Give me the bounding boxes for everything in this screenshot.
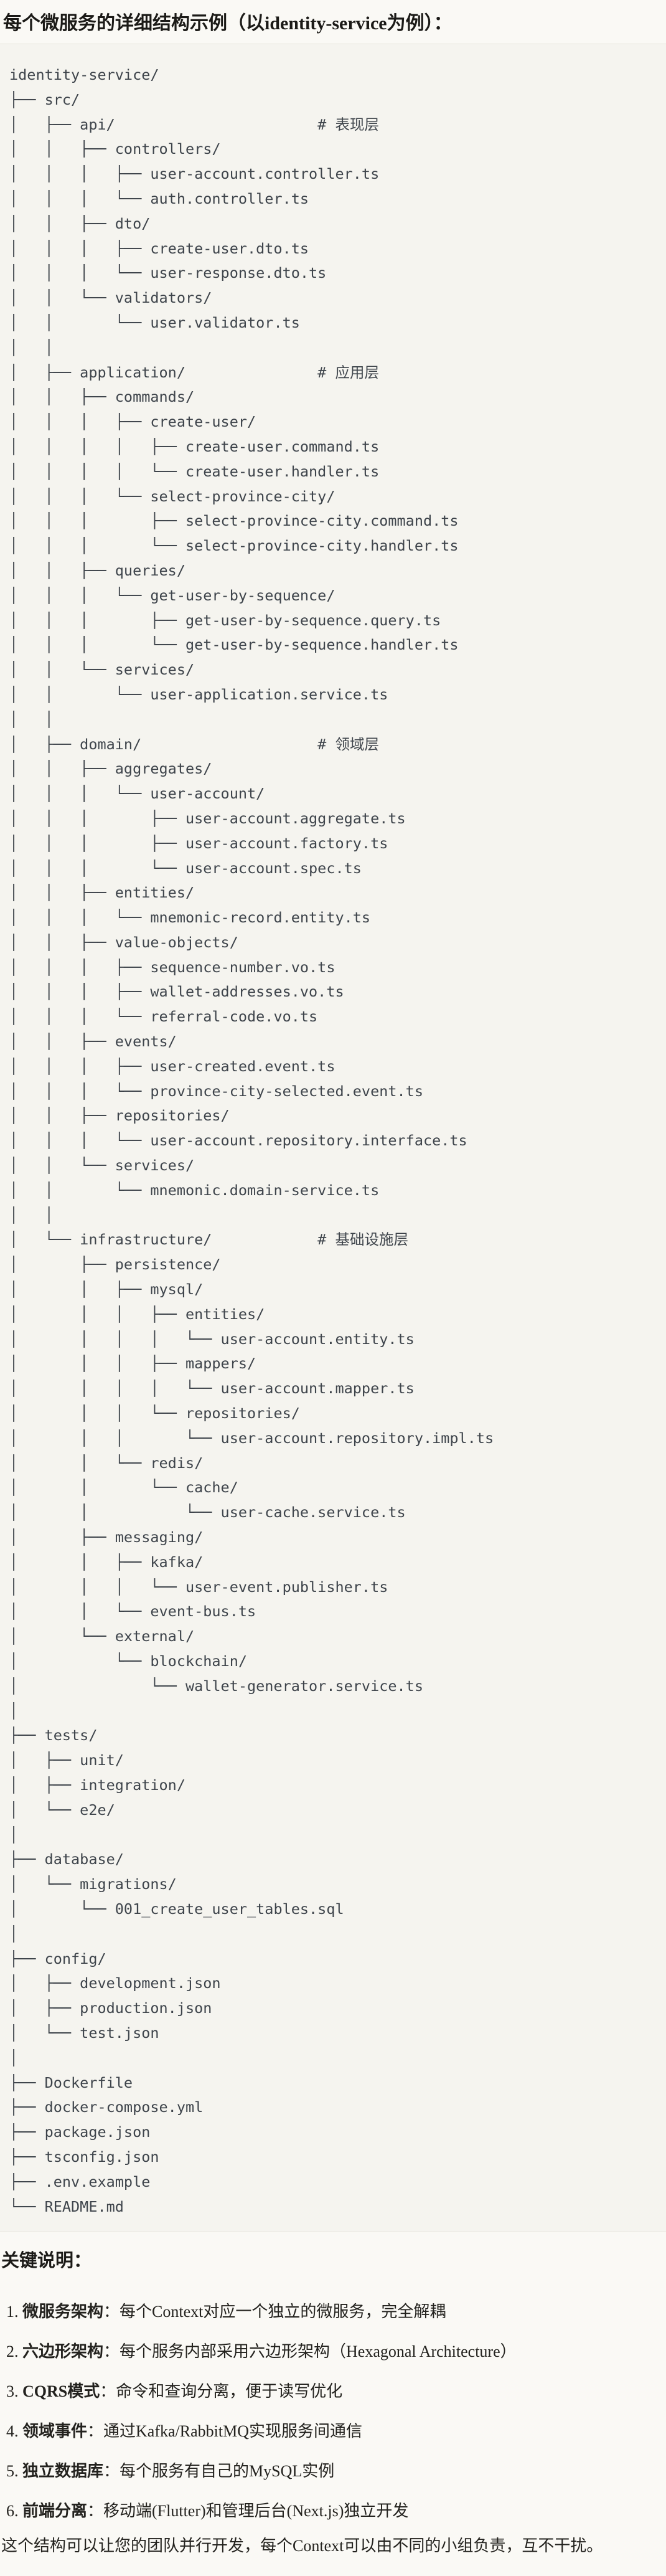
note-label: 前端分离 [22, 2502, 88, 2521]
note-item: 1. 微服务架构：每个Context对应一个独立的微服务，完全解耦 [6, 2299, 666, 2324]
note-description: ：移动端(Flutter)和管理后台(Next.js)独立开发 [87, 2502, 409, 2521]
note-item: 5. 独立数据库：每个服务有自己的MySQL实例 [6, 2459, 666, 2484]
note-description: ：每个Context对应一个独立的微服务，完全解耦 [103, 2303, 446, 2321]
note-item: 6. 前端分离：移动端(Flutter)和管理后台(Next.js)独立开发 [6, 2499, 666, 2524]
note-description: ：命令和查询分离，便于读写优化 [100, 2382, 343, 2401]
note-item: 2. 六边形架构：每个服务内部采用六边形架构（Hexagonal Archite… [6, 2339, 666, 2364]
note-label: 独立数据库 [22, 2462, 104, 2481]
note-description: ：通过Kafka/RabbitMQ实现服务间通信 [87, 2422, 362, 2441]
note-label: 微服务架构 [22, 2303, 104, 2321]
notes-heading: 关键说明： [1, 2251, 92, 2271]
note-number: 6. [6, 2502, 22, 2521]
note-number: 1. [6, 2303, 22, 2321]
page-title: 每个微服务的详细结构示例（以identity-service为例）： [3, 13, 453, 34]
directory-tree-code-block: identity-service/ ├── src/ │ ├── api/ # … [0, 44, 666, 2233]
note-description: ：每个服务有自己的MySQL实例 [103, 2462, 335, 2481]
note-description: ：每个服务内部采用六边形架构（Hexagonal Architecture） [103, 2342, 517, 2361]
document-page: 每个微服务的详细结构示例（以identity-service为例）： ident… [0, 12, 666, 2559]
note-item: 3. CQRS模式：命令和查询分离，便于读写优化 [6, 2379, 666, 2404]
note-number: 4. [6, 2422, 22, 2441]
note-number: 3. [6, 2382, 22, 2401]
note-number: 5. [6, 2462, 22, 2481]
note-label: 领域事件 [22, 2422, 88, 2441]
note-item: 4. 领域事件：通过Kafka/RabbitMQ实现服务间通信 [6, 2419, 666, 2444]
closing-paragraph: 这个结构可以让您的团队并行开发，每个Context可以由不同的小组负责，互不干扰… [1, 2537, 603, 2555]
note-label: CQRS模式 [22, 2382, 100, 2401]
note-number: 2. [6, 2342, 22, 2361]
notes-list: 1. 微服务架构：每个Context对应一个独立的微服务，完全解耦 2. 六边形… [0, 2299, 666, 2524]
note-label: 六边形架构 [22, 2342, 104, 2361]
